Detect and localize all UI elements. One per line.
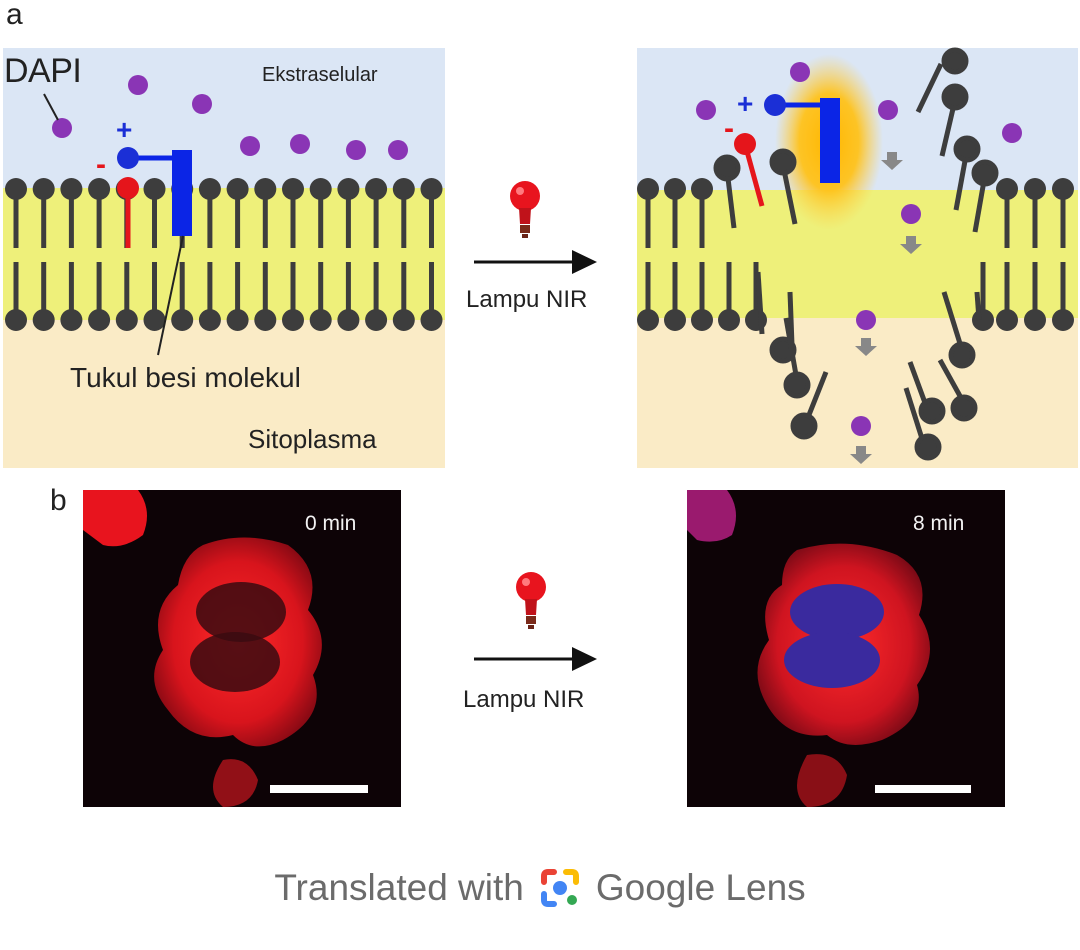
time-label-0: 0 min	[305, 512, 357, 535]
molecular-hammer-right	[734, 94, 840, 207]
cytoplasm-label: Sitoplasma	[248, 424, 377, 454]
translation-footer: Translated with Google Lens	[0, 858, 1080, 918]
arrow-right-icon	[474, 250, 597, 274]
minus-sign: -	[96, 148, 106, 181]
extracellular-label: Ekstraselular	[262, 64, 378, 86]
minus-sign-right: -	[724, 112, 734, 145]
plus-sign-right: +	[737, 88, 754, 119]
dapi-pointer	[43, 93, 59, 121]
disrupted-lipids	[713, 47, 999, 461]
panel-a-letter: a	[6, 0, 23, 31]
scale-bar-right	[875, 785, 971, 793]
lightbulb-icon	[516, 572, 546, 629]
panel-a-arrow-label: Lampu NIR	[466, 286, 588, 313]
micrograph-8min: 8 min	[687, 490, 1005, 807]
cytoplasm-region-right	[637, 318, 1078, 468]
hammer-pointer	[157, 235, 184, 356]
arrow-right-icon	[474, 647, 597, 671]
panel-b-arrow-label: Lampu NIR	[463, 686, 585, 713]
cytoplasm-region	[3, 320, 445, 468]
left-membrane-panel	[3, 48, 445, 468]
influx-arrows	[850, 152, 922, 464]
micrograph-0min: 0 min	[83, 490, 401, 807]
membrane-core	[3, 188, 445, 320]
footer-brand: Google Lens	[595, 867, 806, 908]
panel-b-arrow-group	[474, 572, 597, 671]
google-lens-icon	[540, 869, 579, 907]
scale-bar-left	[270, 785, 368, 793]
dapi-label: DAPI	[4, 52, 82, 90]
time-label-8: 8 min	[913, 512, 965, 535]
lipid-bilayer-left	[5, 178, 443, 331]
panel-b-letter: b	[50, 484, 67, 517]
molecular-hammer-left	[117, 147, 192, 248]
panel-a-scene	[3, 47, 1078, 468]
lipid-bilayer-right	[637, 178, 1074, 331]
extracellular-region	[3, 48, 445, 188]
hammer-label: Tukul besi molekul	[70, 362, 301, 393]
lightbulb-icon	[510, 181, 540, 238]
dapi-molecules-right	[696, 62, 1022, 436]
footer-prefix: Translated with	[274, 867, 524, 908]
dapi-molecules-left	[52, 75, 408, 160]
plus-sign: +	[116, 114, 133, 145]
